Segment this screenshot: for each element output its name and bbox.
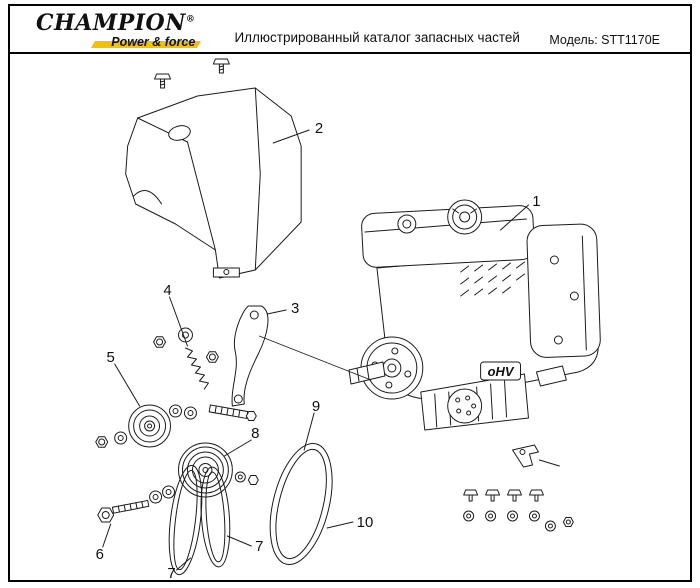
belt-cover-illustration <box>125 87 302 279</box>
engine-ohv-label: oHV <box>488 364 515 379</box>
brand-logo: CHAMPION® Power & force <box>36 12 195 49</box>
spring-icon <box>184 347 209 390</box>
callout-9-label: 9 <box>312 398 320 415</box>
callout-10-label: 10 <box>357 514 374 531</box>
small-cap-icon <box>397 214 417 234</box>
tension-pulley-illustration <box>128 404 172 448</box>
brand-name: CHAMPION® <box>36 12 195 34</box>
engine-vents <box>460 261 525 297</box>
callout-10: 10 <box>326 514 374 531</box>
drive-belt-illustration <box>269 442 333 566</box>
callout-2-label: 2 <box>315 120 323 137</box>
callout-3: 3 <box>266 300 299 317</box>
callout-7: 7 <box>226 535 263 555</box>
callout-2: 2 <box>272 120 323 144</box>
brand-text: CHAMPION <box>36 9 186 36</box>
catalog-page: CHAMPION® Power & force Иллюстрированный… <box>8 4 692 582</box>
cover-bolt-icon <box>212 58 230 74</box>
callout-7-label: 7 <box>167 565 175 580</box>
callout-4: 4 <box>163 282 188 347</box>
registered-mark: ® <box>185 14 196 25</box>
bracket-illustration <box>231 305 372 407</box>
callout-8: 8 <box>223 425 259 457</box>
engine-illustration: oHV <box>348 199 601 431</box>
callout-6: 6 <box>96 523 112 563</box>
header: CHAMPION® Power & force Иллюстрированный… <box>10 6 690 54</box>
engine-bracket-part <box>512 444 560 468</box>
callout-7-label: 7 <box>255 538 263 555</box>
callout-1: 1 <box>500 193 541 231</box>
callout-5: 5 <box>107 349 141 407</box>
diagram-canvas: oHV <box>95 58 601 580</box>
tensioner-hardware <box>95 327 257 448</box>
callout-7: 7 <box>167 557 191 580</box>
callout-9: 9 <box>303 398 320 451</box>
callout-6-label: 6 <box>96 546 104 563</box>
callout-3-label: 3 <box>291 300 299 317</box>
hardware-set <box>463 489 574 532</box>
exploded-parts-diagram: oHV <box>10 54 690 580</box>
cover-bolt-icon <box>154 73 172 89</box>
callout-5-label: 5 <box>107 349 115 366</box>
brand-tagline: Power & force <box>36 35 195 49</box>
v-belt-illustration <box>168 464 203 576</box>
page-title: Иллюстрированный каталог запасных частей <box>234 30 520 45</box>
bolt-illustration <box>97 485 176 523</box>
fuel-cap-icon <box>447 199 483 235</box>
v-belt-illustration <box>200 466 231 568</box>
callout-1-label: 1 <box>532 193 540 210</box>
recoil-starter-icon <box>360 336 424 400</box>
model-label: Модель: STT1170E <box>549 33 660 47</box>
callout-8-label: 8 <box>251 425 259 442</box>
callout-4-label: 4 <box>163 282 171 299</box>
